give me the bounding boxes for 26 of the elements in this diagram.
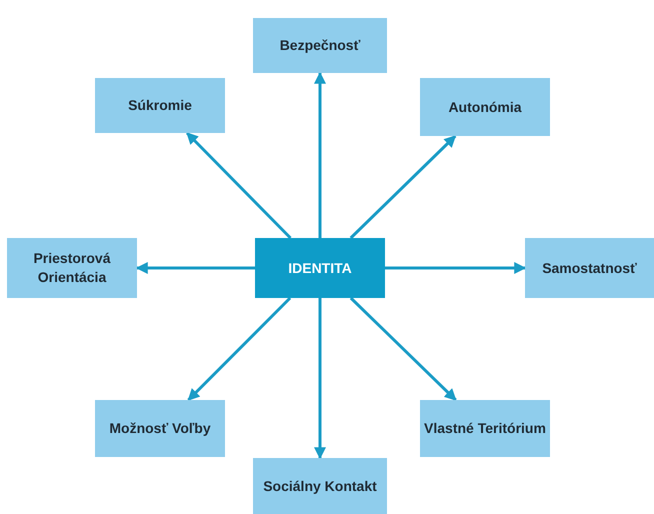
arrow bbox=[314, 72, 326, 238]
arrow bbox=[350, 296, 457, 402]
box-label: Autonómia bbox=[448, 98, 522, 116]
concept-box bbox=[95, 400, 225, 457]
box-label: Sociálny Kontakt bbox=[263, 476, 377, 496]
concept-box bbox=[7, 238, 137, 298]
arrow bbox=[136, 262, 255, 274]
arrow bbox=[187, 296, 292, 402]
box-label: Priestorová Orientácia bbox=[32, 249, 112, 287]
box-label: Súkromie bbox=[128, 96, 192, 115]
box-label: Samostatnosť bbox=[542, 258, 637, 278]
box-label: Vlastné Teritórium bbox=[424, 419, 546, 438]
box-label: IDENTITA bbox=[288, 258, 352, 278]
box-label: Bezpečnosť bbox=[280, 36, 360, 55]
central-box bbox=[255, 238, 385, 298]
concept-box bbox=[525, 238, 654, 298]
arrow bbox=[186, 132, 292, 240]
box-label: Možnosť Voľby bbox=[109, 419, 211, 438]
concept-box bbox=[420, 400, 550, 457]
arrow bbox=[314, 298, 326, 460]
concept-box bbox=[95, 78, 225, 133]
concept-box bbox=[420, 78, 550, 136]
concept-box bbox=[253, 18, 387, 73]
arrow bbox=[350, 134, 456, 240]
concept-box bbox=[253, 458, 387, 514]
arrow bbox=[385, 262, 526, 274]
